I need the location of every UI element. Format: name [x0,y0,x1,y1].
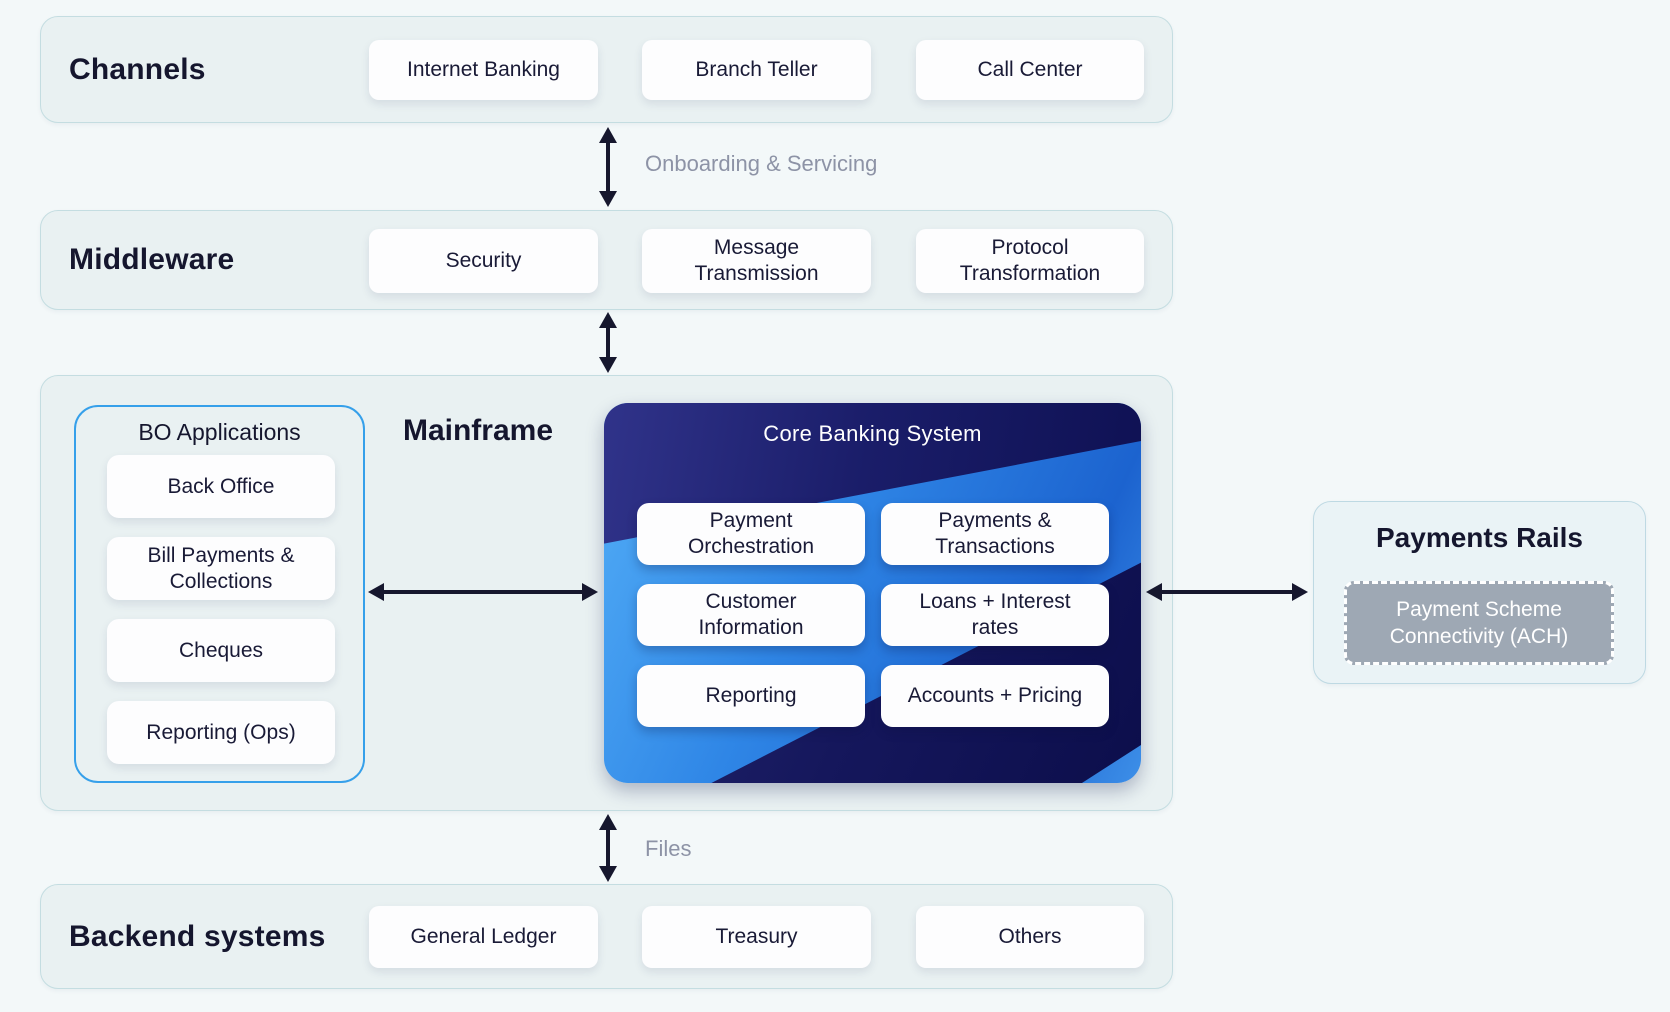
mainframe-section: Mainframe BO Applications Back Office Bi… [40,375,1173,811]
bo-card-reporting-ops: Reporting (Ops) [107,701,335,764]
onboarding-servicing-label: Onboarding & Servicing [645,151,878,176]
channels-section: Channels Internet Banking Branch Teller … [40,16,1173,123]
arrow-mainframe-backend [599,814,617,882]
middleware-card-security: Security [369,229,598,293]
arrow-mainframe-payments-rails [1146,583,1308,601]
arrow-channels-middleware [599,127,617,207]
channel-card-internet-banking: Internet Banking [369,40,598,100]
core-card-reporting: Reporting [637,665,865,727]
arrow-shaft [378,590,588,594]
backend-card-others: Others [916,906,1144,968]
channels-section-label: Channels [69,52,206,86]
bo-card-bill-payments-collections: Bill Payments & Collections [107,537,335,600]
core-card-accounts-pricing: Accounts + Pricing [881,665,1109,727]
core-banking-system-box: Core Banking System Payment Orchestratio… [604,403,1141,783]
payments-rails-label: Payments Rails [1376,522,1583,553]
arrow-shaft [606,322,610,363]
arrow-bo-core [368,583,598,601]
middleware-card-protocol-transformation: Protocol Transformation [916,229,1144,293]
files-label: Files [645,836,692,861]
middleware-card-message-transmission: Message Transmission [642,229,871,293]
arrow-shaft [1156,590,1298,594]
bo-card-back-office: Back Office [107,455,335,518]
bo-card-cheques: Cheques [107,619,335,682]
bo-applications-label: BO Applications [138,419,301,445]
backend-systems-label: Backend systems [69,919,326,953]
mainframe-section-label: Mainframe [402,414,554,447]
payment-scheme-connectivity-card: Payment Scheme Connectivity (ACH) [1344,581,1614,665]
channel-card-call-center: Call Center [916,40,1144,100]
core-card-payments-transactions: Payments & Transactions [881,503,1109,565]
backend-systems-section: Backend systems General Ledger Treasury … [40,884,1173,989]
middleware-section: Middleware Security Message Transmission… [40,210,1173,310]
core-banking-system-label: Core Banking System [763,421,982,446]
bo-applications-box: BO Applications Back Office Bill Payment… [74,405,365,783]
middleware-section-label: Middleware [69,243,235,276]
core-card-loans-interest-rates: Loans + Interest rates [881,584,1109,646]
channel-card-branch-teller: Branch Teller [642,40,871,100]
arrow-middleware-mainframe [599,312,617,373]
backend-card-treasury: Treasury [642,906,871,968]
arrow-shaft [606,824,610,872]
core-card-customer-information: Customer Information [637,584,865,646]
core-card-payment-orchestration: Payment Orchestration [637,503,865,565]
payments-rails-section: Payments Rails Payment Scheme Connectivi… [1313,501,1646,684]
arrow-shaft [606,137,610,197]
backend-card-general-ledger: General Ledger [369,906,598,968]
